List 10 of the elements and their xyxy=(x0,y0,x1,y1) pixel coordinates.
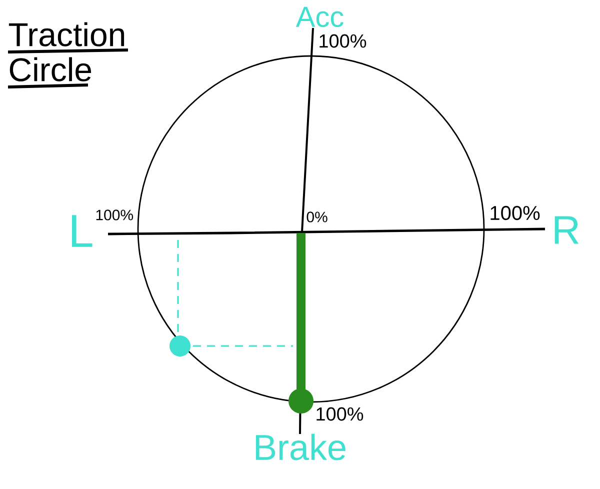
scale-label: 100% xyxy=(316,407,364,421)
axis-label: Brake xyxy=(256,434,346,460)
title: Traction Circle xyxy=(8,22,128,88)
axis-label: Acc xyxy=(296,6,344,28)
scale-label: 100% xyxy=(320,34,366,48)
scale-label: 0% xyxy=(306,212,328,222)
axis-label: L xyxy=(72,215,92,247)
axis-label: R xyxy=(554,216,579,244)
scale-label: 100% xyxy=(490,206,540,220)
scale-label: 100% xyxy=(96,210,134,220)
